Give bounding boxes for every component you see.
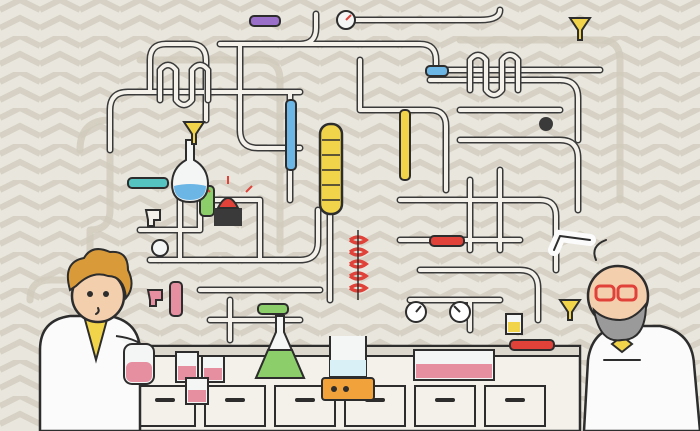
scientist-left-icon [38, 248, 155, 431]
round-flask-icon [170, 139, 210, 204]
pipe-maze [106, 6, 604, 344]
cylinder-tank-icon [318, 122, 344, 216]
pipe-shadows [26, 36, 624, 304]
funnel-icon [182, 17, 592, 321]
conical-flask-icon [254, 315, 306, 379]
scientist-right-icon [548, 229, 700, 431]
faucet-icon [144, 209, 163, 307]
beaker-icon [175, 313, 523, 405]
coil-condenser-icon [348, 230, 369, 300]
tray-icon [413, 349, 495, 381]
hot-plate-icon [321, 336, 375, 401]
pressure-gauge-icon [151, 10, 553, 323]
colored-tubes [127, 15, 555, 351]
